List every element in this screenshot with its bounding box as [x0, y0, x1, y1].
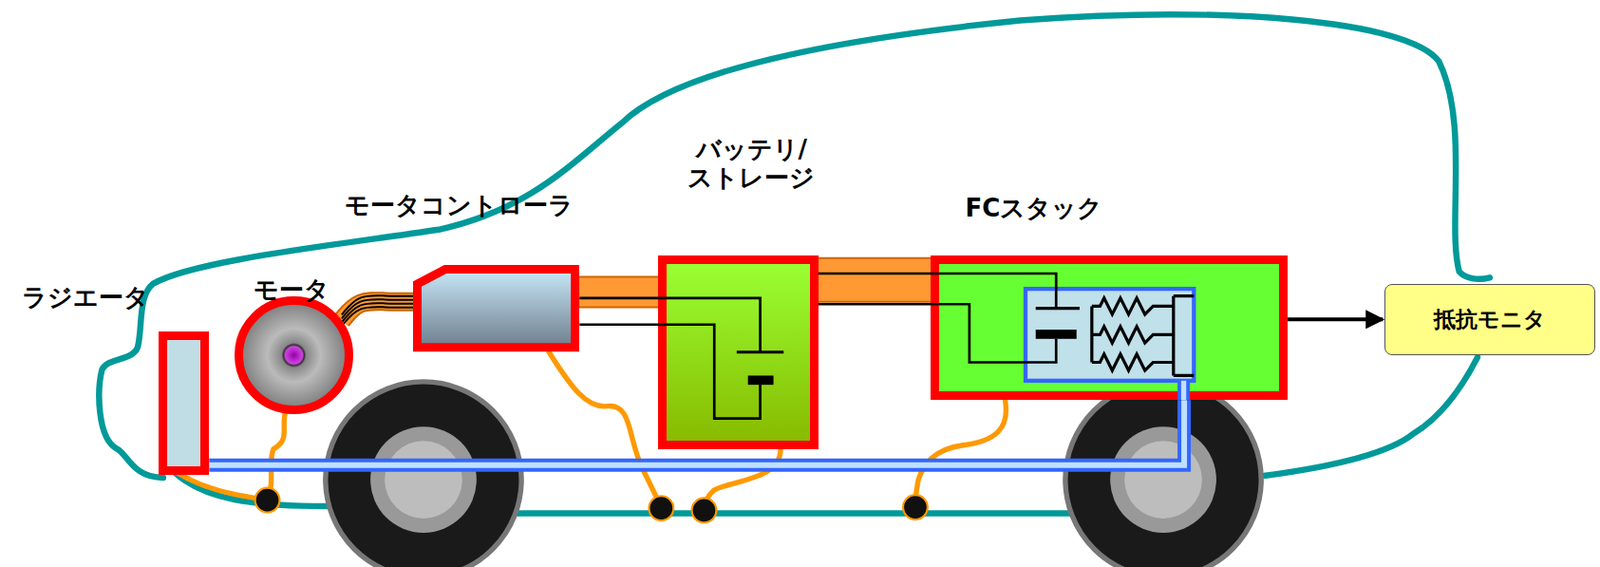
box-label: 抵抗モニタ: [1433, 304, 1546, 335]
signal-wires: [579, 273, 1056, 419]
part-name: バッテリ/ ストレージ: [677, 135, 826, 193]
car-body-underside: [173, 470, 1073, 513]
front-wheel: [325, 381, 522, 567]
cable-wire: [341, 306, 414, 326]
coolant-riser: [1177, 380, 1190, 400]
part-name: モータ: [253, 276, 330, 305]
cell-module-box: [1025, 288, 1194, 381]
cable-wire: [341, 302, 414, 322]
controller-shape: [417, 269, 576, 348]
resistor-symbol: [1091, 296, 1194, 377]
power-band: [814, 279, 935, 281]
car-body-outline-rear: [1265, 357, 1479, 476]
motor-cable: [341, 295, 414, 326]
fc-stack-box: FCスタック: [930, 255, 1288, 401]
power-band: [575, 291, 662, 293]
part-name: モータコントローラ: [344, 191, 574, 221]
battery-box: バッテリ/ ストレージ: [658, 255, 819, 450]
radiator-box: ラジエータ: [158, 331, 210, 474]
power-band-stroke: [575, 275, 662, 308]
battery-symbol: [736, 352, 784, 385]
rear-wheel: [1065, 381, 1262, 567]
signal-arrow-stroke: [1287, 317, 1383, 321]
cell-symbol: [1035, 308, 1080, 339]
controller-box: モータコントローラ: [413, 264, 580, 352]
car-body-outline: [98, 14, 1489, 478]
monitor-box: 抵抗モニタ: [1384, 283, 1595, 356]
power-band-stroke: [814, 259, 935, 302]
motor-circle: モータ: [234, 296, 354, 415]
signal-arrow: [1287, 319, 1383, 320]
coolant-riser-core: [1181, 380, 1186, 400]
ground-terminals: [255, 488, 928, 524]
controller-outline: [413, 264, 580, 352]
part-name: ラジエータ: [21, 283, 150, 313]
power-band-stroke: [575, 277, 662, 306]
part-name: FCスタック: [965, 194, 1104, 224]
power-band-stroke: [814, 257, 935, 303]
